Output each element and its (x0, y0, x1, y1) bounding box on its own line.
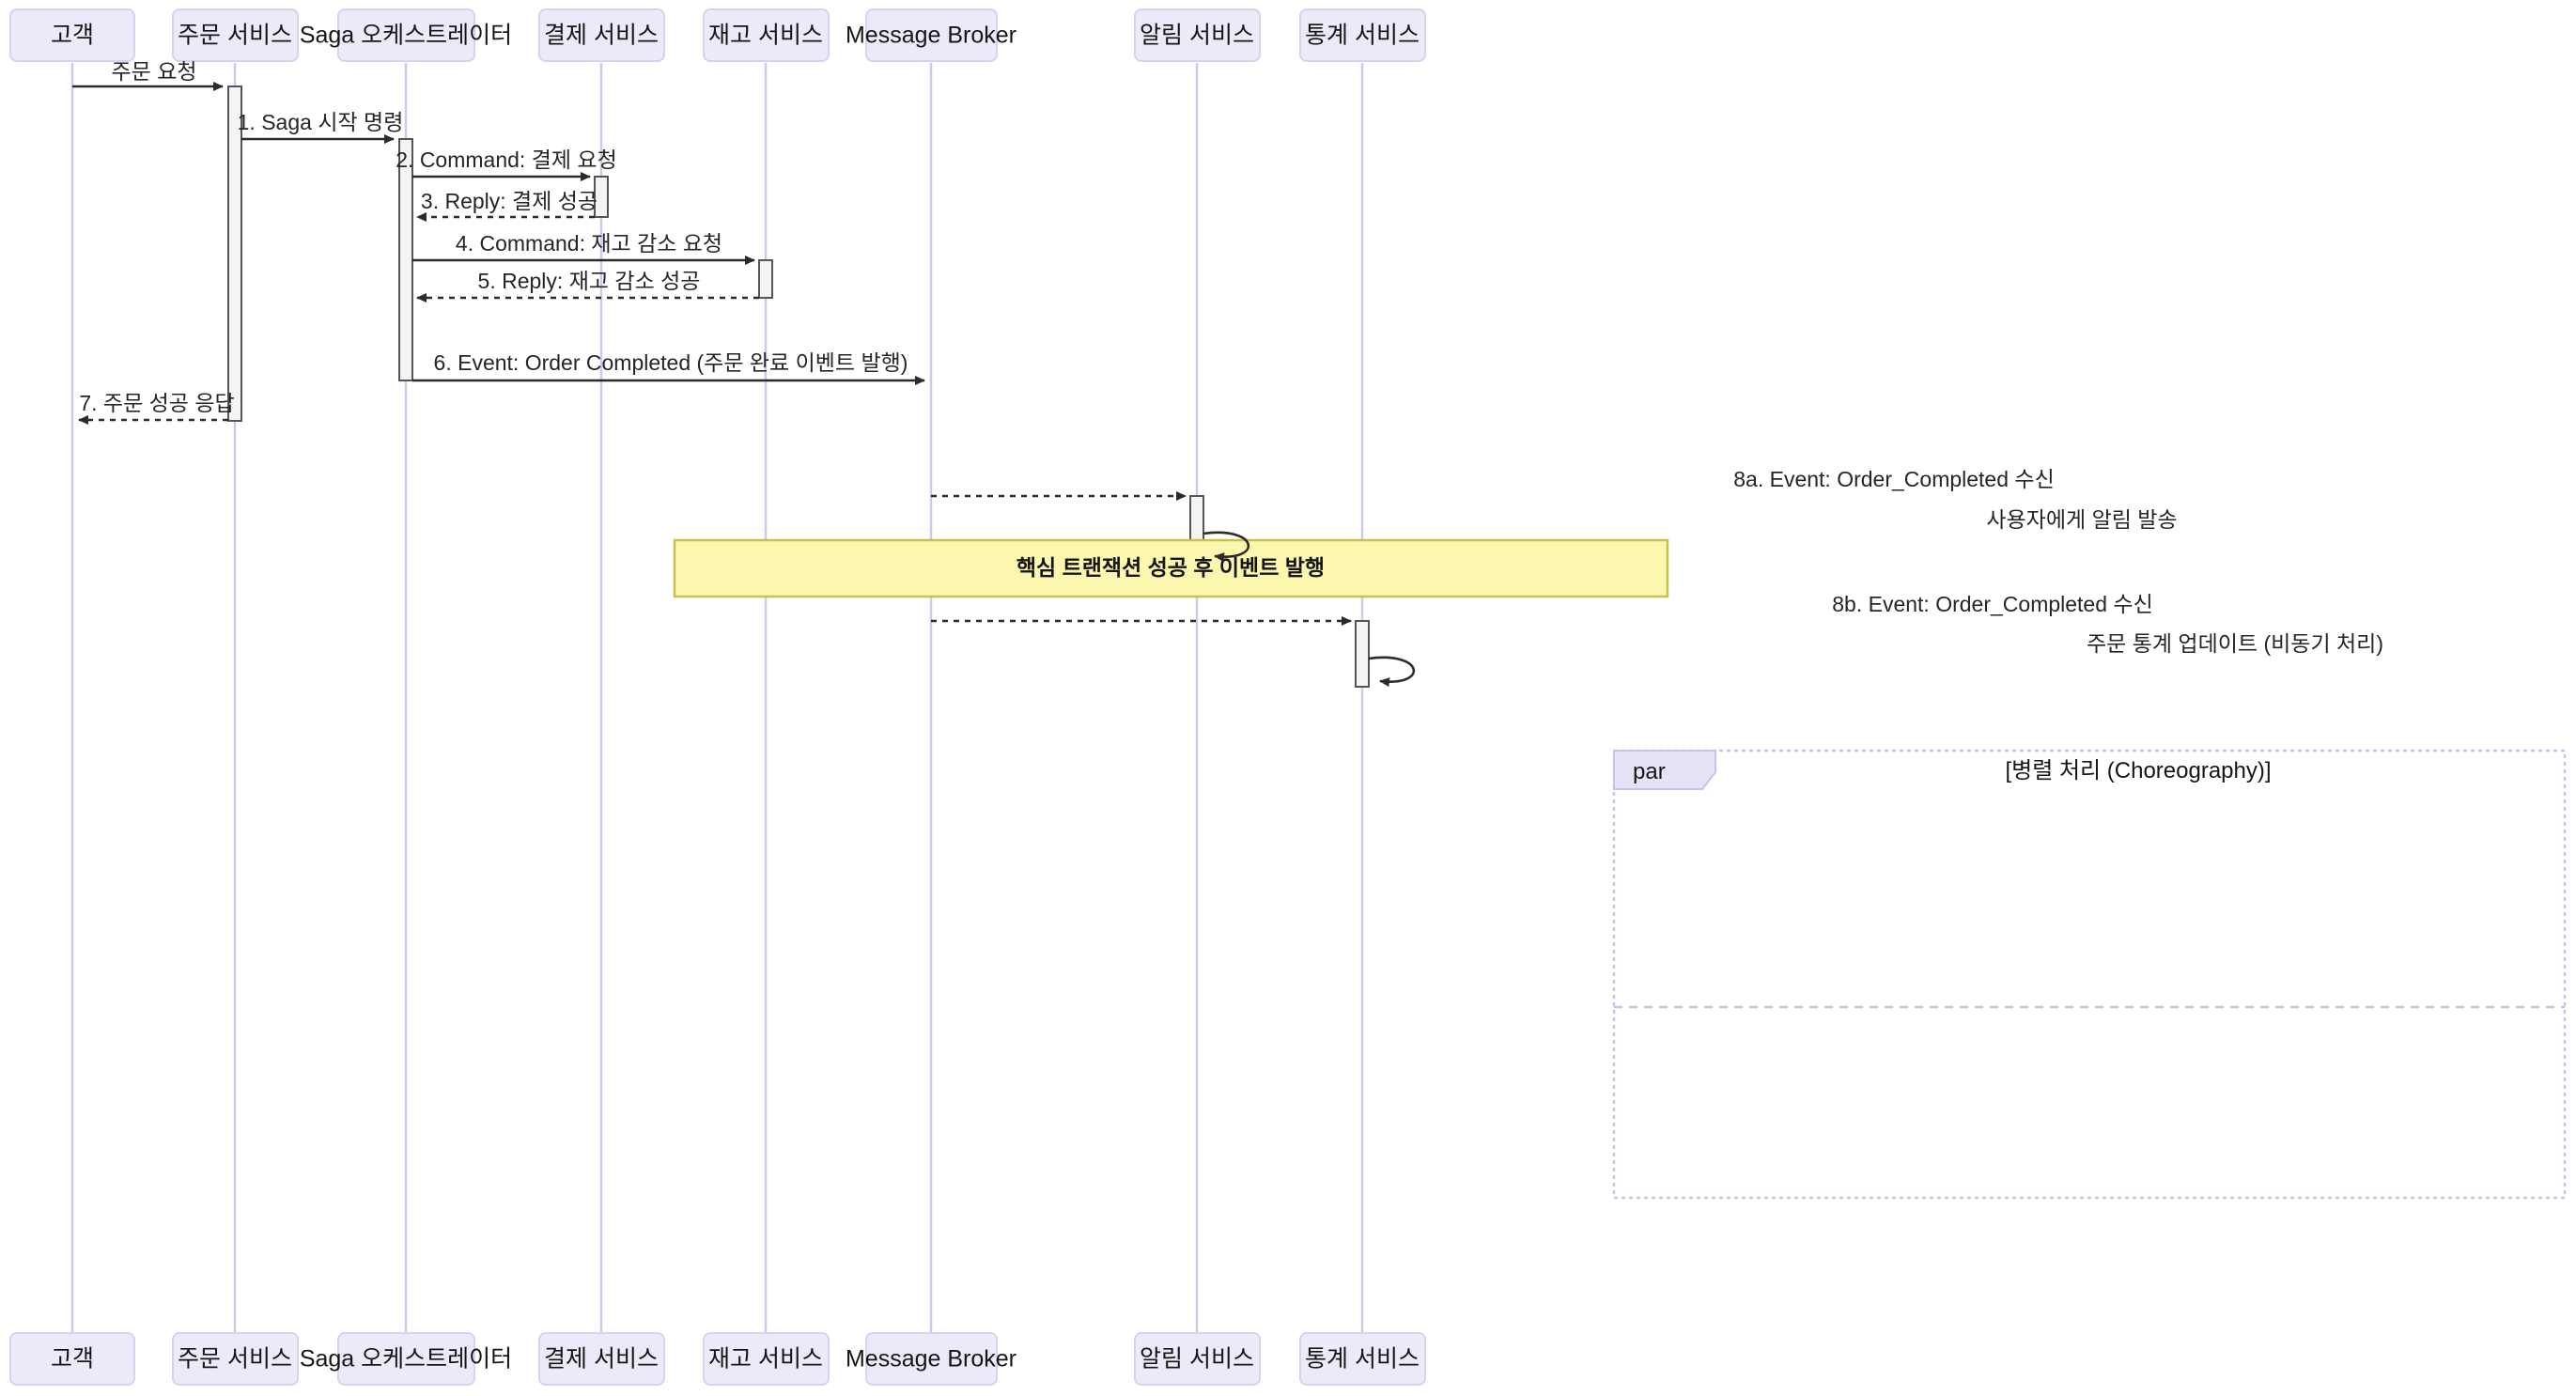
message-label: 8a. Event: Order_Completed 수신 (1733, 467, 2054, 491)
participant-inventory-top[interactable]: 재고 서비스 (703, 8, 830, 62)
participant-box[interactable] (865, 8, 998, 62)
fragment-condition-label: [병렬 처리 (Choreography)] (2005, 758, 2271, 783)
participant-customer-bottom[interactable]: 고객 (9, 1332, 135, 1386)
self-message-label: 주문 통계 업데이트 (비동기 처리) (2087, 631, 2383, 656)
participant-payment-top[interactable]: 결제 서비스 (538, 8, 665, 62)
participant-box[interactable] (703, 8, 830, 62)
message-label: 3. Reply: 결제 성공 (421, 189, 597, 213)
participant-label: 주문 서비스 (178, 1346, 292, 1373)
activation-stats (1355, 620, 1370, 688)
message-label: 4. Command: 재고 감소 요청 (456, 231, 722, 256)
message-label: 5. Reply: 재고 감소 성공 (478, 269, 701, 293)
participant-box[interactable] (337, 1332, 475, 1386)
note-label: 핵심 트랜잭션 성공 후 이벤트 발행 (1016, 555, 1325, 580)
activation-saga (398, 138, 413, 381)
self-messages-group: 사용자에게 알림 발송 주문 통계 업데이트 (비동기 처리) (1203, 507, 2383, 688)
participant-label: 고객 (51, 1346, 94, 1373)
participant-broker-bottom[interactable]: Message Broker (846, 1332, 1016, 1386)
participant-order-bottom[interactable]: 주문 서비스 (172, 1332, 299, 1386)
participant-label: 고객 (51, 23, 94, 49)
participant-box[interactable] (703, 1332, 830, 1386)
participant-payment-bottom[interactable]: 결제 서비스 (538, 1332, 665, 1386)
participant-box[interactable] (172, 1332, 299, 1386)
note-box (673, 538, 1669, 598)
self-message-send-notification[interactable]: 사용자에게 알림 발송 (1203, 507, 2178, 563)
participant-box[interactable] (538, 1332, 665, 1386)
participant-box[interactable] (1134, 8, 1261, 62)
participant-box[interactable] (172, 8, 299, 62)
participant-box[interactable] (1299, 8, 1426, 62)
participant-label: 주문 서비스 (178, 23, 292, 49)
participants-header: 고객 주문 서비스 Saga 오케스트레이터 결제 서비스 재고 서비스 Mes… (9, 8, 1426, 62)
participant-box[interactable] (9, 1332, 135, 1386)
participant-box[interactable] (1299, 1332, 1426, 1386)
note-core-transaction: 핵심 트랜잭션 성공 후 이벤트 발행 (673, 538, 1669, 598)
fragment-messages-group: 8a. Event: Order_Completed 수신 8b. Event:… (931, 467, 2153, 626)
participant-inventory-bottom[interactable]: 재고 서비스 (703, 1332, 830, 1386)
messages-group: 주문 요청 1. Saga 시작 명령 2. Command: 결제 요청 3.… (72, 59, 925, 425)
message-label: 2. Command: 결제 요청 (396, 147, 616, 172)
message-order-request[interactable]: 주문 요청 (72, 59, 224, 91)
participant-customer-top[interactable]: 고객 (9, 8, 135, 62)
message-label: 7. 주문 성공 응답 (79, 391, 234, 415)
participant-label: Saga 오케스트레이터 (300, 23, 512, 49)
participant-label: 알림 서비스 (1140, 1346, 1254, 1373)
message-label: 6. Event: Order Completed (주문 완료 이벤트 발행) (434, 350, 908, 375)
participant-label: 통계 서비스 (1305, 1346, 1420, 1373)
participant-label: 결제 서비스 (544, 1346, 659, 1373)
participant-label: Saga 오케스트레이터 (300, 1346, 512, 1373)
message-order-success-response[interactable]: 7. 주문 성공 응답 (78, 391, 235, 425)
participant-notify-bottom[interactable]: 알림 서비스 (1134, 1332, 1261, 1386)
message-event-order-completed[interactable]: 6. Event: Order Completed (주문 완료 이벤트 발행) (412, 350, 925, 385)
participants-footer: 고객 주문 서비스 Saga 오케스트레이터 결제 서비스 재고 서비스 Mes… (9, 1332, 1426, 1386)
message-command-inventory[interactable]: 4. Command: 재고 감소 요청 (412, 231, 755, 265)
participant-box[interactable] (538, 8, 665, 62)
message-event-received-stats[interactable]: 8b. Event: Order_Completed 수신 (931, 592, 2153, 626)
self-loop-arrow (1203, 531, 1250, 563)
self-loop-arrow (1368, 656, 1416, 688)
message-reply-inventory[interactable]: 5. Reply: 재고 감소 성공 (416, 269, 759, 302)
message-label: 8b. Event: Order_Completed 수신 (1832, 592, 2152, 616)
message-label: 1. Saga 시작 명령 (238, 110, 404, 134)
message-label: 주문 요청 (111, 59, 196, 84)
activation-inventory (758, 259, 773, 299)
participant-saga-top[interactable]: Saga 오케스트레이터 (300, 8, 512, 62)
participant-label: 재고 서비스 (708, 23, 823, 49)
message-event-received-notify[interactable]: 8a. Event: Order_Completed 수신 (931, 467, 2055, 501)
participant-box[interactable] (9, 8, 135, 62)
self-message-update-stats[interactable]: 주문 통계 업데이트 (비동기 처리) (1368, 631, 2383, 688)
activation-order (227, 85, 242, 422)
participant-box[interactable] (865, 1332, 998, 1386)
message-saga-start[interactable]: 1. Saga 시작 명령 (238, 110, 404, 144)
fragment-border (1612, 749, 2567, 1200)
participant-label: 통계 서비스 (1305, 23, 1420, 49)
participant-label: 재고 서비스 (708, 1346, 823, 1373)
fragment-tab (1613, 750, 1716, 790)
activation-payment (594, 176, 609, 218)
fragment-kind-label: par (1633, 759, 1666, 784)
participant-stats-bottom[interactable]: 통계 서비스 (1299, 1332, 1426, 1386)
participant-broker-top[interactable]: Message Broker (846, 8, 1016, 62)
participant-notify-top[interactable]: 알림 서비스 (1134, 8, 1261, 62)
participant-order-top[interactable]: 주문 서비스 (172, 8, 299, 62)
participant-saga-bottom[interactable]: Saga 오케스트레이터 (300, 1332, 512, 1386)
message-command-payment[interactable]: 2. Command: 결제 요청 (396, 147, 617, 181)
participant-label: Message Broker (846, 1346, 1016, 1373)
fragment-par: par [병렬 처리 (Choreography)] (1612, 749, 2567, 1200)
participant-box[interactable] (337, 8, 475, 62)
self-message-label: 사용자에게 알림 발송 (1986, 507, 2177, 532)
participant-label: 결제 서비스 (544, 23, 659, 49)
participant-box[interactable] (1134, 1332, 1261, 1386)
message-reply-payment[interactable]: 3. Reply: 결제 성공 (416, 189, 597, 222)
participant-stats-top[interactable]: 통계 서비스 (1299, 8, 1426, 62)
participant-label: 알림 서비스 (1140, 23, 1254, 49)
participant-label: Message Broker (846, 23, 1016, 49)
